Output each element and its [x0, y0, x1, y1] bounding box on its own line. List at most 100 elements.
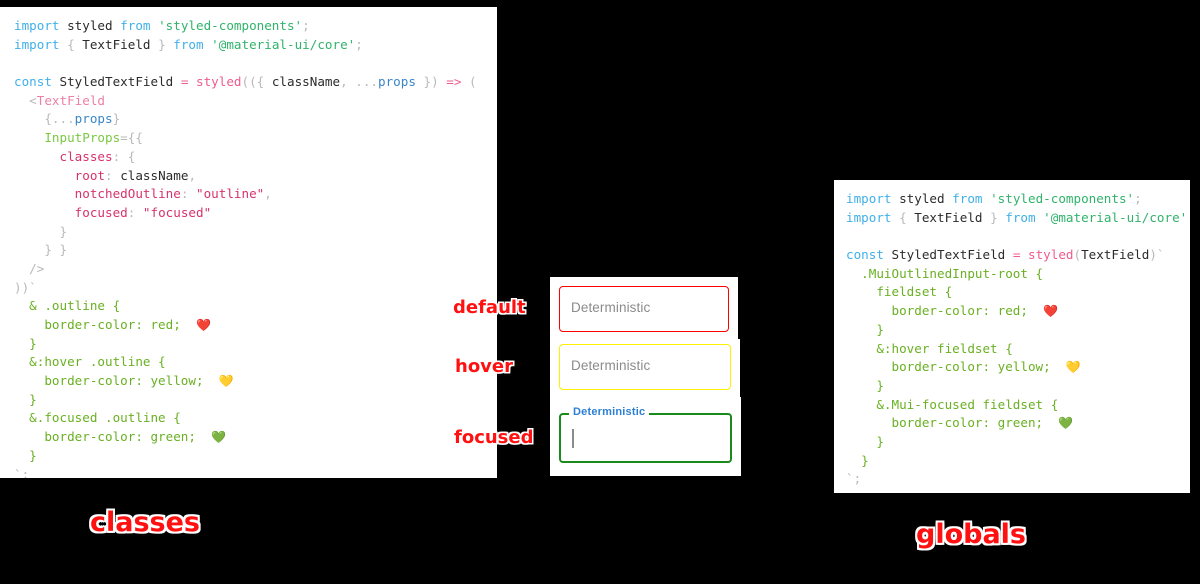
code-token — [14, 186, 75, 201]
code-panel-classes: import styled from 'styled-components';i… — [0, 7, 497, 478]
code-token — [14, 55, 22, 70]
textfield-hover[interactable]: Deterministic — [559, 344, 731, 390]
code-token: from — [1005, 209, 1044, 225]
textfield-hover-text: Deterministic — [571, 358, 651, 373]
code-token: StyledTextField — [891, 247, 1013, 263]
code-token: TextField — [36, 92, 105, 108]
code-line: border-color: yellow; 💛 — [846, 358, 1190, 377]
code-line: } — [846, 433, 1190, 452]
code-token: notchedOutline — [74, 186, 181, 202]
code-token: props — [74, 111, 113, 127]
code-token: ; — [1134, 191, 1142, 206]
emoji-glyph: 💛 — [218, 374, 234, 389]
code-token: "focused" — [142, 204, 212, 220]
code-token: `; — [14, 466, 30, 479]
code-line: &:hover .outline { — [14, 353, 497, 372]
code-token: { — [67, 36, 83, 52]
code-line: } — [14, 447, 497, 466]
code-token: (( — [241, 74, 257, 90]
code-line: {...props} — [14, 110, 497, 129]
code-token: } — [14, 223, 68, 239]
code-token: "outline" — [196, 186, 265, 202]
code-token: border-color: green; — [846, 415, 1059, 431]
code-token: from — [952, 191, 991, 206]
code-token: &.Mui-focused fieldset { — [846, 396, 1059, 412]
code-line: fieldset { — [846, 283, 1190, 302]
code-token: from — [173, 36, 212, 52]
code-token: , — [340, 74, 356, 90]
code-token — [14, 130, 44, 145]
code-token: StyledTextField — [59, 74, 181, 90]
code-token: } — [14, 391, 37, 407]
code-line: const StyledTextField = styled(TextField… — [846, 246, 1190, 265]
code-token: , — [188, 167, 197, 183]
textfield-demo-default: Deterministic — [550, 277, 738, 339]
code-line: & .outline { — [14, 297, 497, 316]
code-line: } } — [14, 241, 497, 260]
code-line: focused: "focused" — [14, 204, 497, 223]
code-token: = — [180, 74, 196, 90]
code-token: styled — [67, 18, 121, 33]
code-token: : — [127, 204, 143, 220]
code-token: className — [271, 74, 341, 90]
code-token: ; — [355, 36, 363, 52]
text-caret — [572, 429, 574, 448]
code-token: '@material-ui/core' — [211, 36, 356, 52]
code-token: classes — [59, 148, 113, 164]
code-token: } — [846, 377, 884, 393]
code-token: ( — [1073, 247, 1082, 263]
code-token — [14, 168, 75, 183]
textfield-focused[interactable]: Deterministic — [559, 406, 732, 463]
code-line: } — [846, 452, 1190, 471]
code-token: } } — [14, 242, 68, 258]
code-token: {... — [14, 111, 75, 127]
code-line: const StyledTextField = styled(({ classN… — [14, 73, 497, 92]
emoji-glyph: ❤️ — [195, 318, 211, 332]
code-token: import — [14, 36, 68, 52]
emoji-glyph: 💛 — [1065, 360, 1081, 375]
code-token: const — [14, 74, 60, 90]
code-token: < — [14, 92, 37, 108]
code-line: &.focused .outline { — [14, 409, 497, 428]
code-token: , — [264, 186, 272, 202]
code-token: className — [120, 167, 189, 183]
code-line: import { TextField } from '@material-ui/… — [846, 209, 1190, 228]
code-token: TextField — [82, 36, 151, 52]
textfield-focused-outline — [559, 413, 732, 463]
code-token: ))` — [14, 279, 37, 295]
code-token: }) — [415, 74, 447, 90]
code-token: '@material-ui/core' — [1043, 209, 1188, 225]
code-token: } — [982, 209, 1006, 225]
code-token: import — [846, 209, 900, 225]
code-line: `; — [14, 466, 497, 479]
code-line: ))` — [14, 279, 497, 298]
code-token: } — [846, 452, 869, 468]
code-line: } — [846, 321, 1190, 340]
textfield-demo-focused: Deterministic — [550, 397, 741, 476]
code-token: import — [846, 191, 900, 206]
textfield-default-text: Deterministic — [571, 300, 651, 315]
code-token: styled — [1028, 247, 1074, 263]
code-token: ... — [355, 74, 379, 90]
code-token: &.focused .outline { — [14, 410, 181, 426]
code-token: => — [446, 74, 470, 90]
caption-globals: globals — [916, 519, 1027, 550]
code-token: `; — [846, 471, 862, 487]
code-token: border-color: yellow; — [14, 373, 219, 389]
code-token: )` — [1149, 247, 1165, 263]
code-line: import styled from 'styled-components'; — [846, 190, 1190, 209]
code-token: TextField — [1081, 247, 1150, 263]
textfield-default[interactable]: Deterministic — [559, 286, 729, 332]
code-line: } — [14, 391, 497, 410]
code-token: & .outline { — [14, 298, 121, 314]
code-line: } — [14, 223, 497, 242]
code-token: .MuiOutlinedInput-root { — [846, 265, 1044, 281]
code-line: root: className, — [14, 167, 497, 186]
code-token: : { — [112, 148, 136, 164]
code-token: root — [74, 167, 106, 183]
code-line: &:hover fieldset { — [846, 340, 1190, 359]
code-token: : — [180, 186, 196, 202]
code-line: import styled from 'styled-components'; — [14, 17, 497, 36]
code-token: ={{ — [120, 130, 143, 146]
code-line: border-color: red; ❤️ — [846, 302, 1190, 321]
